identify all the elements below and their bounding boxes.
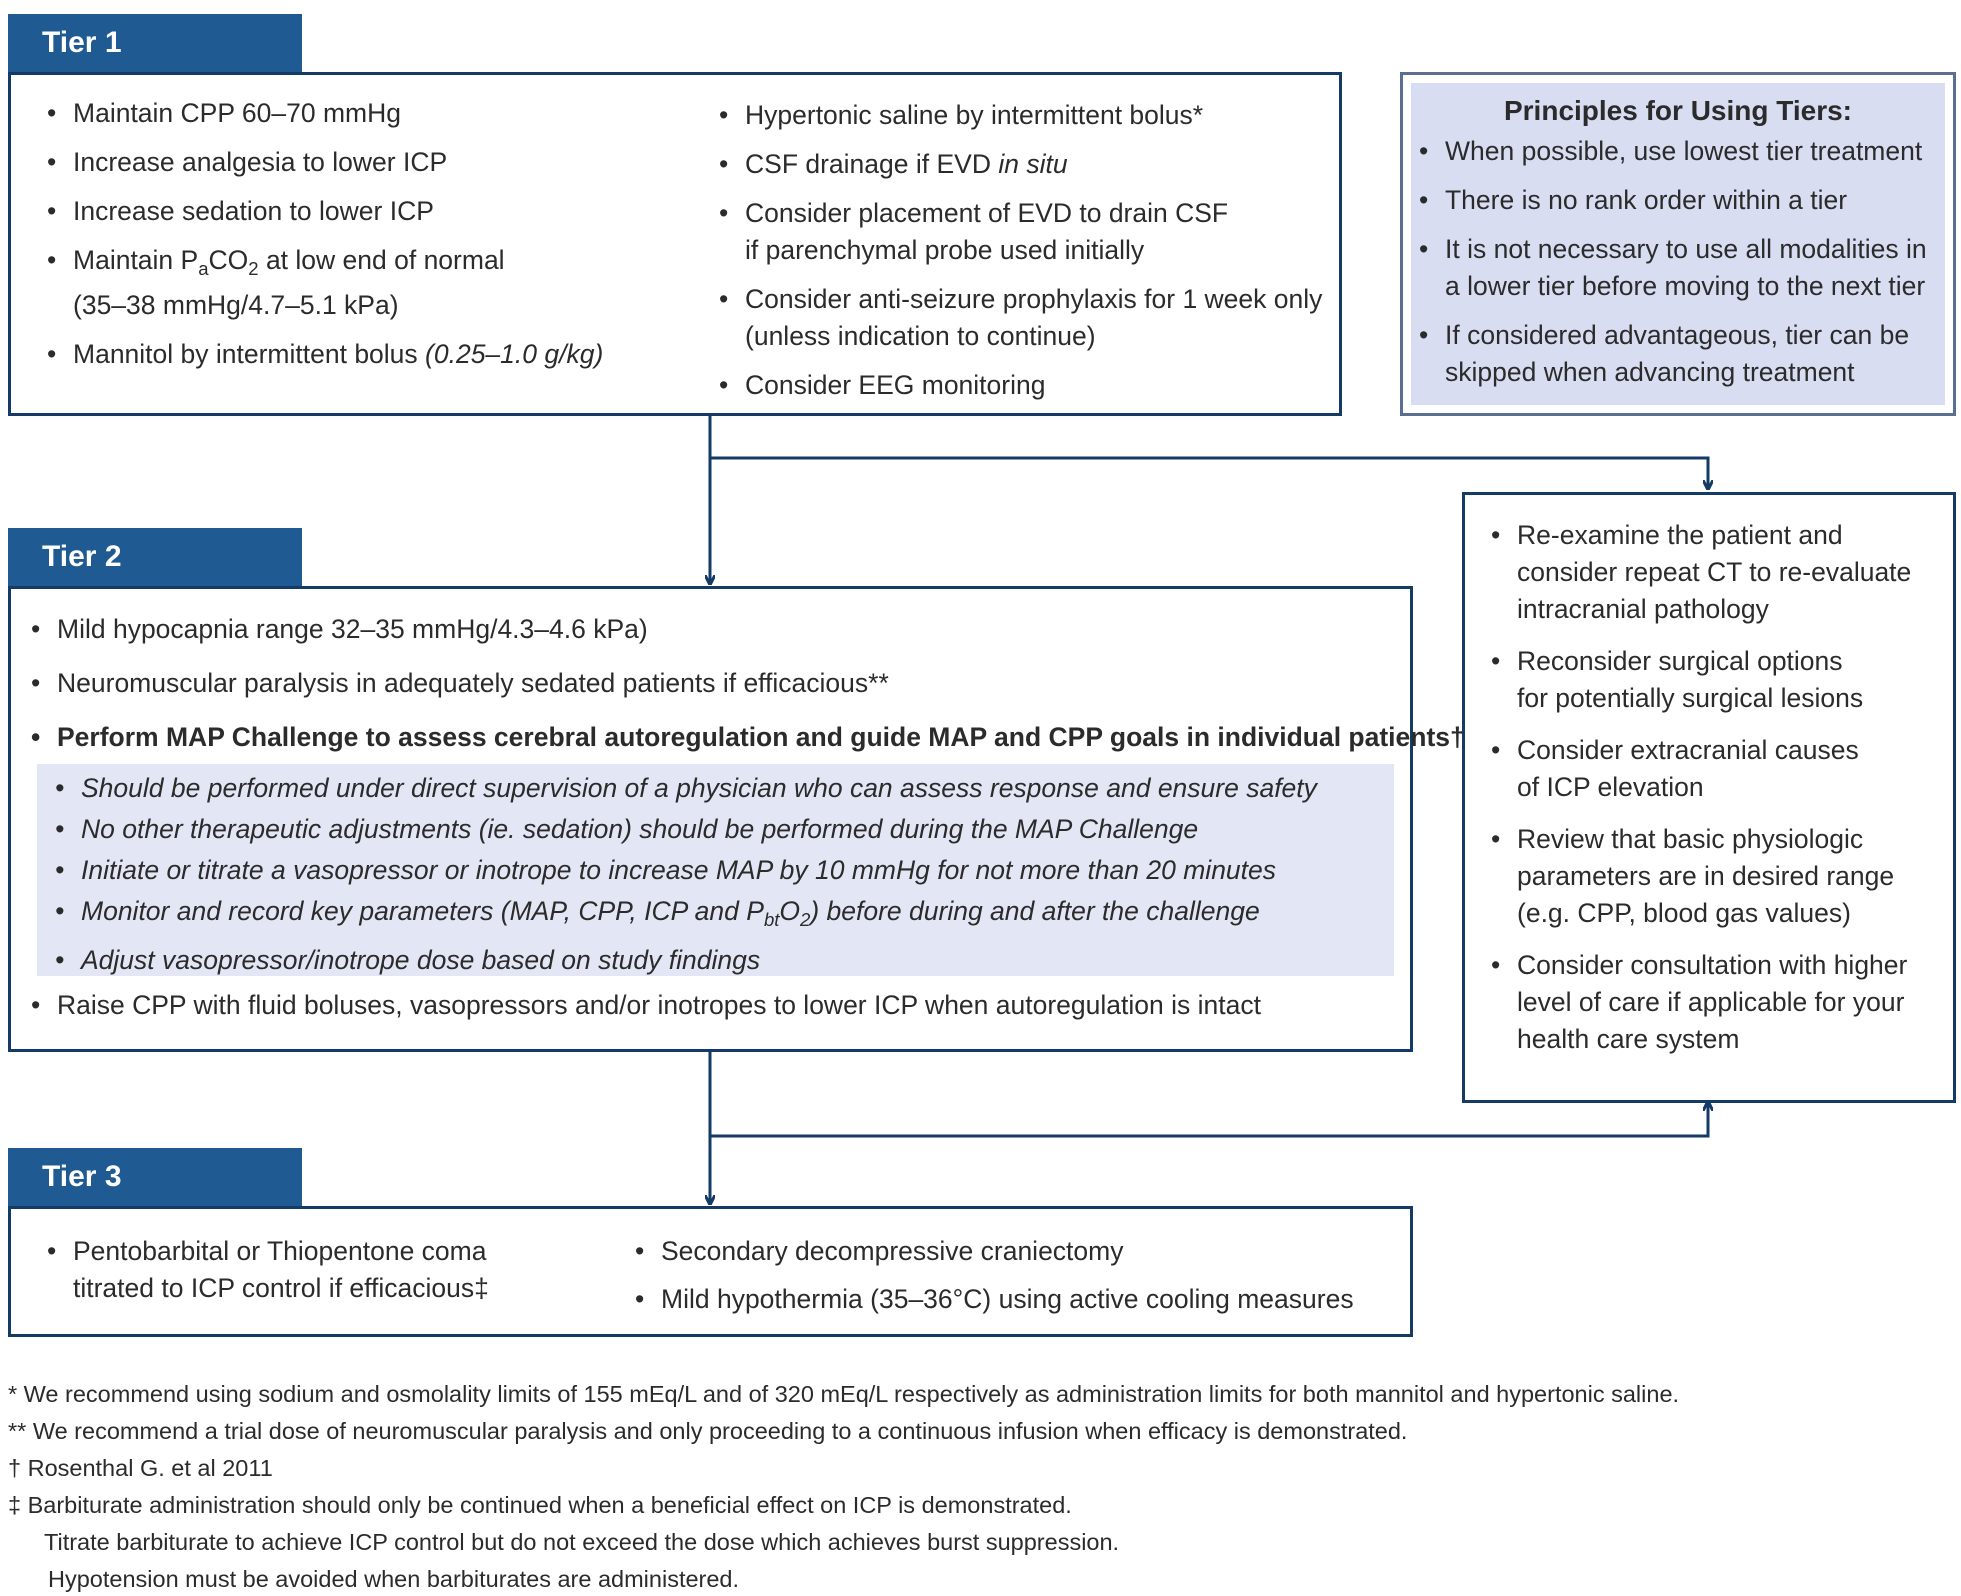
list-item: Maintain PaCO2 at low end of normal(35–3… bbox=[45, 242, 685, 324]
list-item: Increase analgesia to lower ICP bbox=[45, 144, 685, 181]
tier2-label: Tier 2 bbox=[8, 528, 302, 586]
list-item: When possible, use lowest tier treatment bbox=[1417, 133, 1947, 170]
list-item: Consider anti-seizure prophylaxis for 1 … bbox=[717, 281, 1337, 355]
list-item: Maintain CPP 60–70 mmHg bbox=[45, 95, 685, 132]
principles-panel: Principles for Using Tiers: When possibl… bbox=[1411, 83, 1945, 405]
list-item: Increase sedation to lower ICP bbox=[45, 193, 685, 230]
list-item: Raise CPP with fluid boluses, vasopresso… bbox=[29, 987, 1409, 1024]
tier2-last-list: Raise CPP with fluid boluses, vasopresso… bbox=[29, 987, 1409, 1024]
list-item: CSF drainage if EVD in situ bbox=[717, 146, 1337, 183]
list-item: Hypertonic saline by intermittent bolus* bbox=[717, 97, 1337, 134]
footnote: ** We recommend a trial dose of neuromus… bbox=[8, 1418, 1408, 1444]
list-item: Pentobarbital or Thiopentone comatitrate… bbox=[45, 1233, 605, 1307]
tier1-box: Maintain CPP 60–70 mmHg Increase analges… bbox=[8, 72, 1342, 416]
list-item: Neuromuscular paralysis in adequately se… bbox=[29, 665, 1409, 702]
list-item: Consider placement of EVD to drain CSFif… bbox=[717, 195, 1337, 269]
map-challenge-list: Should be performed under direct supervi… bbox=[53, 768, 1393, 981]
list-item: Review that basic physiologicparameters … bbox=[1489, 821, 1949, 932]
list-item: Initiate or titrate a vasopressor or ino… bbox=[53, 850, 1393, 891]
list-item: It is not necessary to use all modalitie… bbox=[1417, 231, 1947, 305]
arrow-tier2-to-side bbox=[710, 1103, 1708, 1138]
tier3-label: Tier 3 bbox=[8, 1148, 302, 1206]
arrow-tier1-to-side bbox=[710, 456, 1708, 488]
tier2-list: Mild hypocapnia range 32–35 mmHg/4.3–4.6… bbox=[29, 611, 1465, 760]
principles-title: Principles for Using Tiers: bbox=[1503, 95, 1853, 126]
list-item: Adjust vasopressor/inotrope dose based o… bbox=[53, 940, 1393, 981]
tier3-right-list: Secondary decompressive craniectomy Mild… bbox=[633, 1233, 1403, 1318]
footnote: Titrate barbiturate to achieve ICP contr… bbox=[44, 1529, 1120, 1555]
principles-box: Principles for Using Tiers: When possibl… bbox=[1400, 72, 1956, 416]
tier3-box: Pentobarbital or Thiopentone comatitrate… bbox=[8, 1206, 1413, 1337]
tier3-left-list: Pentobarbital or Thiopentone comatitrate… bbox=[45, 1233, 605, 1307]
principles-list: When possible, use lowest tier treatment… bbox=[1417, 133, 1947, 391]
tier1-right-list: Hypertonic saline by intermittent bolus*… bbox=[717, 97, 1337, 404]
list-item: Secondary decompressive craniectomy bbox=[633, 1233, 1403, 1270]
footnote: ‡ Barbiturate administration should only… bbox=[8, 1492, 1072, 1518]
list-item: Monitor and record key parameters (MAP, … bbox=[53, 891, 1393, 940]
footnote: † Rosenthal G. et al 2011 bbox=[8, 1455, 273, 1481]
footnote: Hypotension must be avoided when barbitu… bbox=[48, 1566, 740, 1592]
list-item: Mannitol by intermittent bolus (0.25–1.0… bbox=[45, 336, 685, 373]
list-item: There is no rank order within a tier bbox=[1417, 182, 1947, 219]
tier1-label: Tier 1 bbox=[8, 14, 302, 72]
list-item: Consider EEG monitoring bbox=[717, 367, 1337, 404]
list-item: Mild hypocapnia range 32–35 mmHg/4.3–4.6… bbox=[29, 611, 1409, 648]
map-challenge-panel: Should be performed under direct supervi… bbox=[37, 764, 1394, 981]
map-challenge-item: Perform MAP Challenge to assess cerebral… bbox=[29, 719, 1465, 756]
tier2-box: Mild hypocapnia range 32–35 mmHg/4.3–4.6… bbox=[8, 586, 1465, 1052]
list-item: Mild hypothermia (35–36°C) using active … bbox=[633, 1281, 1403, 1318]
list-item: If considered advantageous, tier can bes… bbox=[1417, 317, 1947, 391]
tier1-left-list: Maintain CPP 60–70 mmHg Increase analges… bbox=[45, 95, 685, 373]
footnote: * We recommend using sodium and osmolali… bbox=[8, 1381, 1680, 1407]
list-item: No other therapeutic adjustments (ie. se… bbox=[53, 809, 1393, 850]
list-item: Should be performed under direct supervi… bbox=[53, 768, 1393, 809]
